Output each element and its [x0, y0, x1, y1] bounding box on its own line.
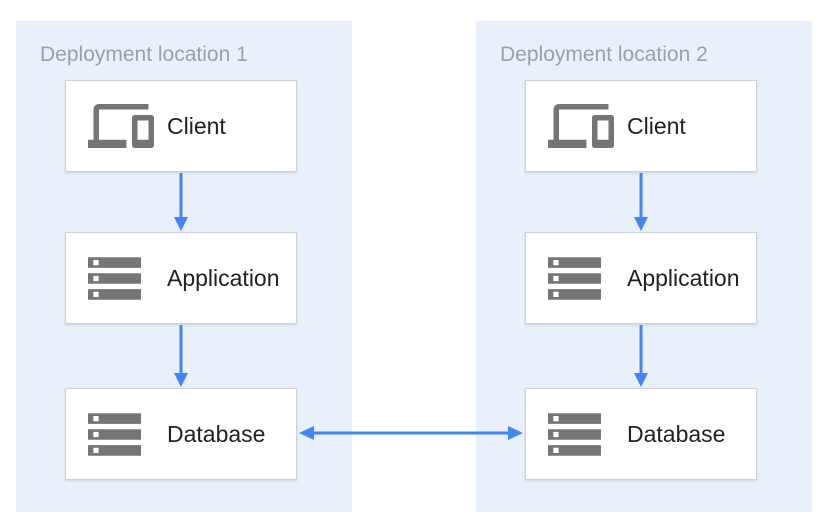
- node-label: Client: [167, 112, 226, 139]
- devices-icon: [548, 101, 627, 151]
- node-client-2: Client: [525, 80, 757, 172]
- node-database-1: Database: [65, 388, 297, 480]
- node-label: Database: [627, 420, 726, 447]
- node-application-1: Application: [65, 232, 297, 324]
- storage-icon: [88, 412, 167, 456]
- node-label: Application: [167, 264, 280, 291]
- deployment-location-2-panel: Deployment location 2 Client Application: [476, 21, 812, 512]
- deployment-location-1-panel: Deployment location 1 Client Application: [16, 21, 352, 512]
- panel-title: Deployment location 2: [500, 43, 708, 66]
- panel-title: Deployment location 1: [40, 43, 248, 66]
- node-client-1: Client: [65, 80, 297, 172]
- node-label: Client: [627, 112, 686, 139]
- devices-icon: [88, 101, 167, 151]
- storage-icon: [88, 256, 167, 300]
- node-label: Application: [627, 264, 740, 291]
- node-application-2: Application: [525, 232, 757, 324]
- storage-icon: [548, 412, 627, 456]
- storage-icon: [548, 256, 627, 300]
- node-label: Database: [167, 420, 266, 447]
- node-database-2: Database: [525, 388, 757, 480]
